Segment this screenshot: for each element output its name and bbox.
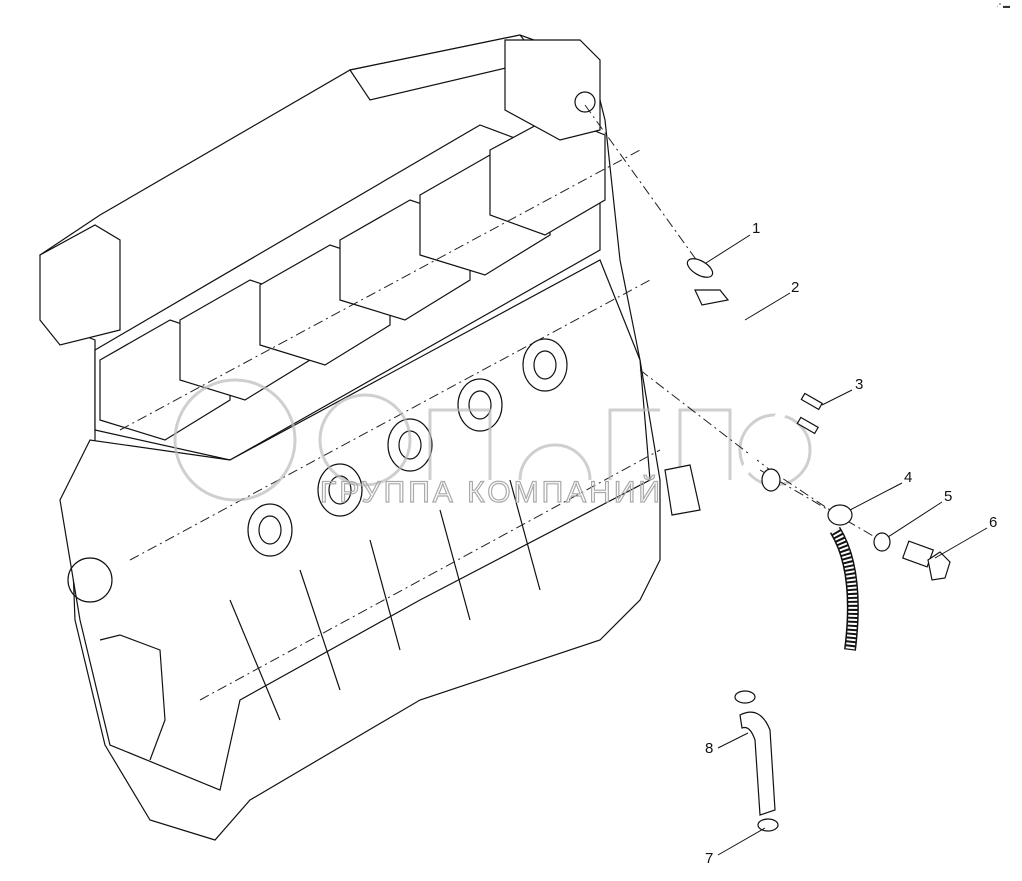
cylinder-bores: [247, 338, 568, 557]
watermark: ГРУППА КОМПАНИЙ: [173, 378, 812, 510]
callout-labels: 1 2 3 4 5 6 7 8: [705, 220, 997, 867]
engine-block: [39, 34, 661, 841]
o-ring: [761, 468, 781, 492]
watermark-subtitle: ГРУППА КОМПАНИЙ: [320, 475, 663, 509]
callout-1: 1: [752, 220, 760, 237]
part-6-plug: [901, 540, 951, 581]
part-5-seal-ring: [873, 532, 891, 552]
cylinder-head-valve-covers: [99, 114, 606, 441]
callout-4: 4: [904, 469, 912, 486]
leader-lines: [705, 234, 988, 856]
clamp: [734, 690, 756, 704]
callout-3: 3: [855, 376, 863, 393]
part-8-rubber-hose: [739, 711, 776, 816]
callout-7: 7: [705, 850, 713, 867]
part-4-banjo-hose: [827, 504, 859, 651]
corner-mark: ·“ ▬: [996, 3, 1010, 10]
part-7-clamp: [757, 818, 779, 832]
part-1-gasket: [686, 258, 714, 278]
part-2-oil-drain-tube: [664, 286, 800, 666]
part-3-bolts: [796, 392, 823, 435]
callout-6: 6: [989, 514, 997, 531]
callout-2: 2: [791, 279, 799, 296]
callout-5: 5: [944, 488, 952, 505]
callout-8: 8: [705, 740, 713, 757]
